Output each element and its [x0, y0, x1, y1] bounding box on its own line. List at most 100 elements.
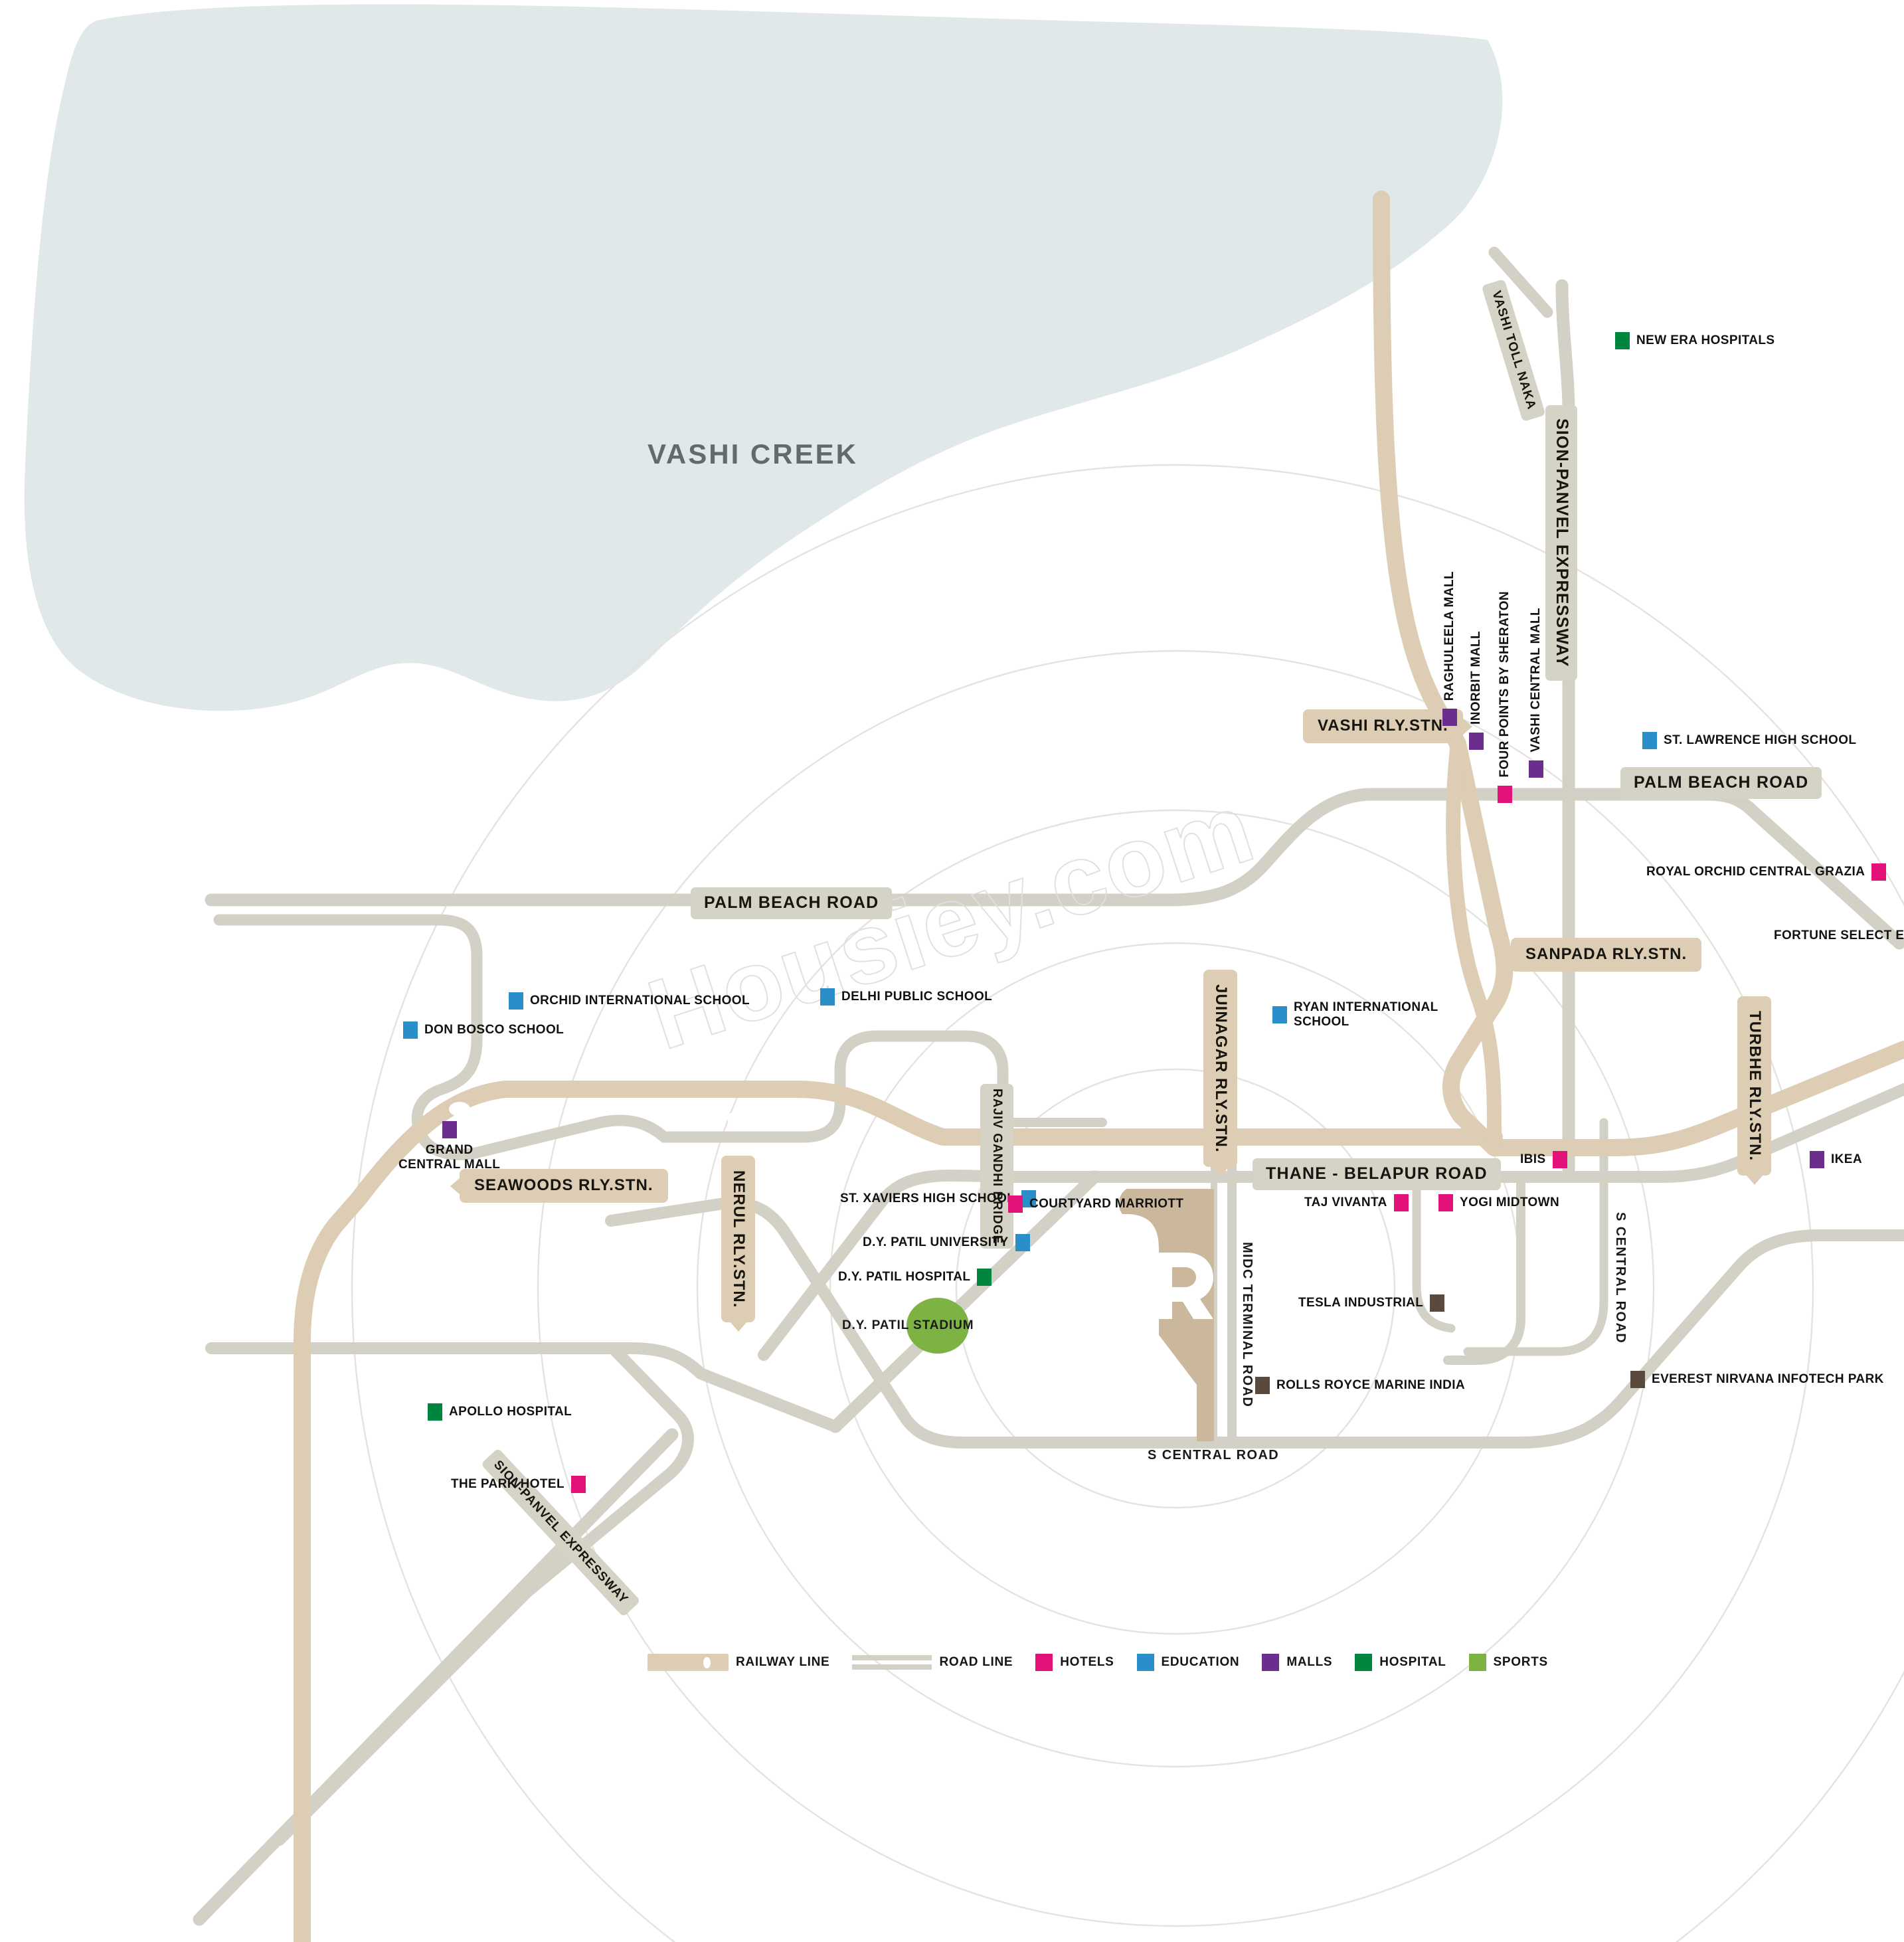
road-label-rajiv-gandhi-bridge: RAJIV GANDHI BRIDGE [980, 1084, 1013, 1249]
swatch-malls-icon [1469, 732, 1484, 750]
poi-tesla-industrial[interactable]: TESLA INDUSTRIAL [1298, 1294, 1445, 1312]
swatch-education-icon [1272, 1006, 1287, 1023]
rail-sw-diagonal [294, 1190, 367, 1942]
poi-ryan-international-school[interactable]: RYAN INTERNATIONAL SCHOOL [1272, 1000, 1438, 1029]
poi-grand-central-mall[interactable]: GRAND CENTRAL MALL [398, 1121, 500, 1172]
swatch-hotels-icon [1438, 1194, 1453, 1211]
project-logo [1156, 1253, 1213, 1319]
poi-raghuleela-mall[interactable]: RAGHULEELA MALL [1442, 571, 1457, 727]
road-label-palm-beach-west: PALM BEACH ROAD [691, 887, 893, 919]
poi-st-xaviers-high-school[interactable]: ST. XAVIERS HIGH SCHOOL [840, 1190, 1037, 1207]
dot-seawoods [449, 1102, 470, 1116]
poi-ibis[interactable]: IBIS [1520, 1151, 1567, 1168]
road-label-sion-panvel-north: SION-PANVEL EXPRESSWAY [1545, 405, 1577, 681]
swatch-education-icon [1021, 1190, 1037, 1207]
rail-belapur-main [1486, 1041, 1904, 1156]
swatch-sports-icon [1468, 1654, 1486, 1671]
project-site-polygon [1118, 1189, 1214, 1441]
road-line-icon [852, 1654, 932, 1670]
poi-taj-vivanta[interactable]: TAJ VIVANTA [1304, 1194, 1409, 1211]
poi-inorbit-mall[interactable]: INORBIT MALL [1469, 631, 1484, 750]
poi-vashi-central-mall[interactable]: VASHI CENTRAL MALL [1529, 608, 1543, 778]
rail-branch [1446, 737, 1502, 1144]
poi-apollo-hospital[interactable]: APOLLO HOSPITAL [428, 1403, 572, 1421]
swatch-hotels-icon [1552, 1151, 1567, 1168]
poi-ikea[interactable]: IKEA [1810, 1151, 1862, 1168]
swatch-hotels-icon [570, 1476, 586, 1493]
road-sion-panvel-sw [193, 1428, 679, 1926]
swatch-malls-icon [1810, 1151, 1824, 1168]
poi-royal-orchid-central-grazia[interactable]: ROYAL ORCHID CENTRAL GRAZIA [1646, 863, 1887, 881]
swatch-hotels-icon [1008, 1195, 1023, 1213]
dot-nerul [727, 1111, 748, 1126]
station-turbhe[interactable]: TURBHE RLY.STN. [1737, 996, 1771, 1186]
legend-item-education: EDUCATION [1136, 1654, 1240, 1671]
road-text-s-central-east: S CENTRAL ROAD [1613, 1212, 1628, 1344]
station-juinagar[interactable]: JUINAGAR RLY.STN. [1203, 970, 1237, 1177]
poi-dy-patil-stadium-label[interactable]: D.Y. PATIL STADIUM [842, 1318, 974, 1332]
station-seawoods[interactable]: SEAWOODS RLY.STN. [450, 1169, 668, 1203]
road-west-arterial-2 [519, 1344, 694, 1600]
poi-everest-nirvana-infotech-park[interactable]: EVEREST NIRVANA INFOTECH PARK [1630, 1371, 1884, 1388]
poi-dy-patil-hospital[interactable]: D.Y. PATIL HOSPITAL [838, 1269, 992, 1286]
poi-rolls-royce-marine-india[interactable]: ROLLS ROYCE MARINE INDIA [1255, 1377, 1465, 1394]
swatch-hotels-icon [1035, 1654, 1053, 1671]
swatch-education-icon [403, 1021, 418, 1039]
poi-fortune-select-exotica[interactable]: FORTUNE SELECT EXOTICA [1774, 928, 1904, 943]
poi-dy-patil-university[interactable]: D.Y. PATIL UNIVERSITY [863, 1234, 1030, 1251]
swatch-industrial-icon [1255, 1377, 1270, 1394]
legend-item-sports: SPORTS [1468, 1654, 1548, 1671]
swatch-malls-icon [1529, 760, 1543, 778]
station-vashi[interactable]: VASHI RLY.STN. [1303, 709, 1472, 743]
swatch-education-icon [1136, 1654, 1154, 1671]
swatch-industrial-icon [1630, 1371, 1645, 1388]
station-sanpada[interactable]: SANPADA RLY.STN. [1501, 938, 1702, 972]
road-s-central-east [1226, 1229, 1904, 1449]
legend-item-malls: MALLS [1262, 1654, 1332, 1671]
road-sion-panvel-sw2 [272, 1587, 531, 1846]
housiey-watermark: Housiey.com [635, 770, 1267, 1071]
station-nerul[interactable]: NERUL RLY.STN. [721, 1156, 755, 1332]
railway-network [294, 191, 1904, 1942]
swatch-malls-icon [1262, 1654, 1280, 1671]
road-label-palm-beach-east: PALM BEACH ROAD [1620, 767, 1822, 799]
poi-don-bosco-school[interactable]: DON BOSCO SCHOOL [403, 1021, 564, 1039]
poi-orchid-international-school[interactable]: ORCHID INTERNATIONAL SCHOOL [509, 992, 750, 1010]
swatch-hospital-icon [428, 1403, 442, 1421]
poi-delhi-public-school[interactable]: DELHI PUBLIC SCHOOL [820, 988, 992, 1006]
road-label-vashi-toll-naka: VASHI TOLL NAKA [1481, 279, 1546, 422]
legend-item-hospital: HOSPITAL [1355, 1654, 1446, 1671]
legend-item-road-line: ROAD LINE [852, 1654, 1013, 1670]
swatch-education-icon [509, 992, 523, 1010]
swatch-hospital-icon [977, 1269, 992, 1286]
dot-sanpada [1476, 944, 1494, 967]
poi-the-park-hotel[interactable]: THE PARK HOTEL [451, 1476, 586, 1493]
swatch-education-icon [1642, 732, 1657, 749]
poi-st-lawrence-high-school[interactable]: ST. LAWRENCE HIGH SCHOOL [1642, 732, 1856, 749]
vashi-creek-water [24, 4, 1503, 711]
road-text-midc-terminal: MIDC TERMINAL ROAD [1240, 1242, 1255, 1408]
poi-yogi-midtown[interactable]: YOGI MIDTOWN [1438, 1194, 1559, 1211]
swatch-hotels-icon [1498, 785, 1512, 803]
vashi-creek-label: VASHI CREEK [648, 438, 858, 470]
swatch-education-icon [1015, 1234, 1030, 1251]
swatch-hotels-icon [1871, 863, 1887, 881]
swatch-hotels-icon [1393, 1194, 1409, 1211]
poi-courtyard-marriott[interactable]: COURTYARD MARRIOTT [1008, 1195, 1183, 1213]
legend-item-hotels: HOTELS [1035, 1654, 1114, 1671]
swatch-hospital-icon [1355, 1654, 1373, 1671]
poi-new-era-hospitals[interactable]: NEW ERA HOSPITALS [1615, 332, 1774, 349]
dot-extra [141, 1132, 163, 1147]
road-label-sion-panvel-south: SION-PANVEL EXPRESSWAY [480, 1448, 641, 1617]
map-legend: RAILWAY LINE ROAD LINE HOTELS EDUCATION … [648, 1654, 1571, 1671]
swatch-hospital-icon [1615, 332, 1630, 349]
road-text-s-central-south: S CENTRAL ROAD [1148, 1448, 1280, 1462]
road-site-diagonal [829, 1170, 1101, 1433]
swatch-education-icon [820, 988, 835, 1006]
legend-item-railway-line: RAILWAY LINE [648, 1654, 829, 1671]
swatch-industrial-icon [1430, 1294, 1445, 1312]
poi-four-points-by-sheraton[interactable]: FOUR POINTS BY SHERATON [1498, 591, 1512, 803]
swatch-malls-icon [1442, 709, 1457, 727]
swatch-malls-icon [442, 1121, 457, 1138]
